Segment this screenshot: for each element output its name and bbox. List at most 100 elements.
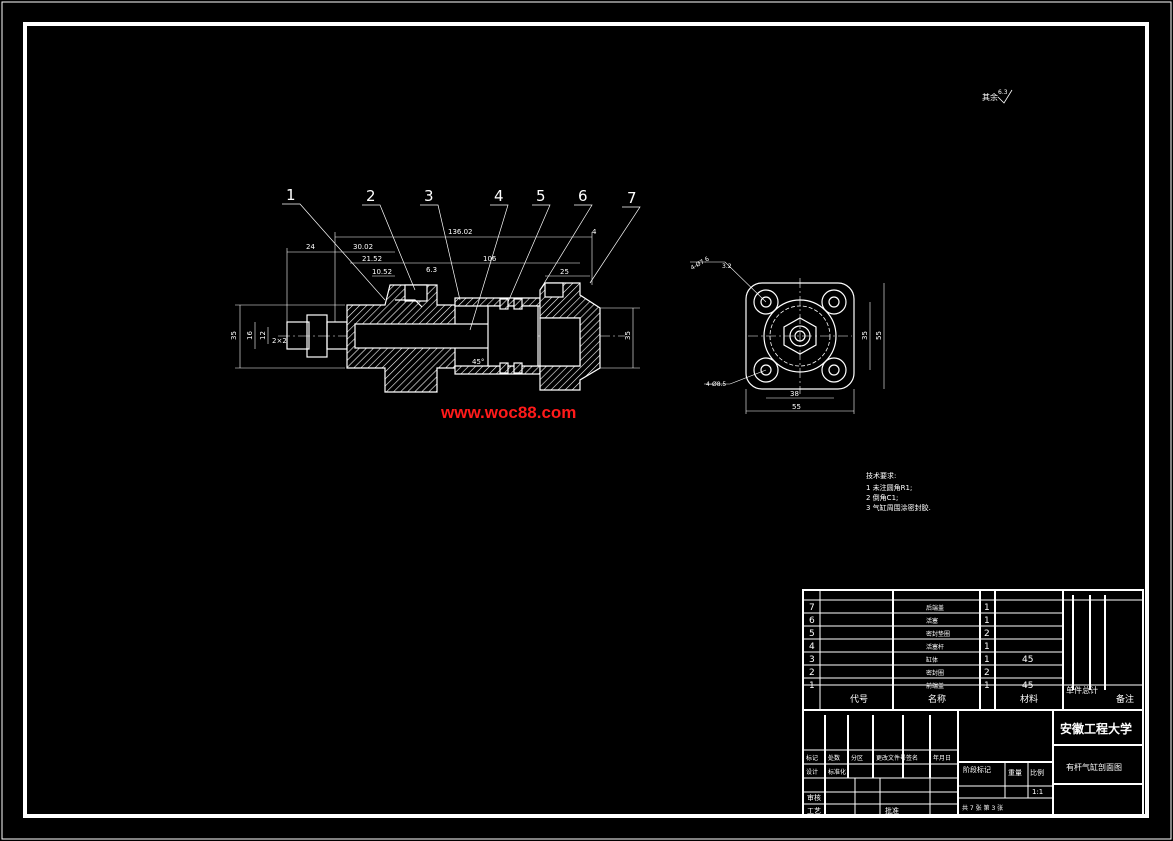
balloon-3: 3 bbox=[424, 187, 434, 205]
process-label: 工艺 bbox=[807, 807, 821, 815]
bom-row-qty: 2 bbox=[984, 629, 990, 639]
seal-top-2 bbox=[513, 298, 523, 310]
sheets-text: 共 7 张 第 3 张 bbox=[962, 804, 1003, 812]
dim-4: 4 bbox=[592, 228, 597, 236]
bom-row-qty: 1 bbox=[984, 655, 990, 665]
scale-value: 1:1 bbox=[1032, 788, 1043, 796]
rear-port bbox=[544, 282, 564, 298]
bom-row-qty: 1 bbox=[984, 681, 990, 691]
tech-req-2: 2 倒角C1; bbox=[866, 493, 898, 502]
school-name: 安徽工程大学 bbox=[1060, 721, 1132, 736]
bom-header-weight: 单件总计 bbox=[1066, 685, 1098, 695]
watermark: www.woc88.com bbox=[440, 403, 576, 422]
balloon-leaders bbox=[282, 203, 641, 331]
holes-top-label: 4-Ø7.6 bbox=[690, 255, 711, 271]
tb-row-label2: 标准化 bbox=[828, 768, 846, 776]
bom-row-name: 活塞杆 bbox=[926, 643, 944, 651]
dim-55-v: 55 bbox=[875, 331, 883, 340]
bolt-tr-outer bbox=[821, 289, 847, 315]
bolt-bl-inner bbox=[760, 364, 772, 376]
bom-row-name: 活塞 bbox=[926, 617, 938, 625]
dim-24: 24 bbox=[306, 243, 315, 251]
balloon-6: 6 bbox=[578, 187, 588, 205]
dim-45: 45° bbox=[472, 358, 484, 366]
piston-rod bbox=[354, 323, 496, 349]
bom-row-no: 4 bbox=[809, 642, 815, 652]
weight-label: 重量 bbox=[1008, 769, 1022, 777]
bolt-br-outer bbox=[821, 357, 847, 383]
leader-1 bbox=[282, 203, 386, 301]
gland-pocket bbox=[404, 284, 428, 302]
section-view bbox=[278, 282, 625, 393]
dim-35-v: 35 bbox=[861, 331, 869, 340]
barrel-bottom bbox=[454, 365, 541, 375]
drawing-name: 有杆气缸剖面图 bbox=[1066, 762, 1122, 772]
surface-finish-value: 6.3 bbox=[998, 89, 1008, 96]
dim-2x2: 2×2 bbox=[272, 337, 287, 345]
rod-circle bbox=[789, 325, 811, 347]
bom-row-name: 密封圈 bbox=[926, 669, 944, 677]
stage-mark: 阶段标记 bbox=[963, 765, 991, 774]
drawing-border bbox=[23, 22, 1149, 818]
holes-bottom-label: 4-Ø8.5 bbox=[706, 381, 726, 388]
tb-row-label: 更改文件号 bbox=[876, 754, 906, 762]
title-row-labels: 标记处数分区更改文件号签名年月日设计标准化 bbox=[806, 754, 951, 776]
bom-header-material: 材料 bbox=[1020, 693, 1038, 705]
dim-finish-6-3: 6.3 bbox=[426, 266, 437, 274]
scale-label: 比例 bbox=[1030, 768, 1044, 777]
dim-35-right: 35 bbox=[624, 331, 632, 340]
leader-holes-bottom bbox=[704, 369, 767, 385]
bom-header-remark: 备注 bbox=[1116, 693, 1134, 705]
leader-4 bbox=[469, 204, 509, 331]
leader-6 bbox=[539, 204, 593, 291]
bom-row-qty: 1 bbox=[984, 603, 990, 613]
hex-nut bbox=[783, 317, 817, 355]
tech-req-3: 3 气缸周围涂密封胶. bbox=[866, 503, 931, 512]
bom-row-no: 6 bbox=[809, 616, 815, 626]
tb-row-label: 分区 bbox=[851, 754, 863, 762]
leader-holes-top bbox=[690, 261, 767, 303]
bore-circle bbox=[763, 299, 837, 373]
dim-38: 38 bbox=[790, 390, 799, 398]
title-block bbox=[802, 589, 1144, 817]
dimension-texts: 136.02 24 30.02 21.52 10.52 106 25 4 6.3… bbox=[230, 228, 632, 366]
tech-requirements: 技术要求: 1 未注圆角R1; 2 倒角C1; 3 气缸周围涂密封胶. bbox=[866, 471, 931, 512]
dim-overall: 136.02 bbox=[448, 228, 473, 236]
title-block-frame bbox=[802, 589, 1144, 817]
leader-7 bbox=[589, 206, 641, 284]
title-texts: 安徽工程大学 有杆气缸剖面图 1:1 阶段标记 重量 比例 共 7 张 第 3 … bbox=[807, 721, 1132, 815]
dim-30-02: 30.02 bbox=[353, 243, 373, 251]
balloon-5: 5 bbox=[536, 187, 546, 205]
gland-lip bbox=[395, 299, 423, 308]
end-view bbox=[745, 278, 855, 394]
bom-row-no: 7 bbox=[809, 603, 815, 613]
bom-row-qty: 1 bbox=[984, 616, 990, 626]
balloon-4: 4 bbox=[494, 187, 504, 205]
dim-10-52: 10.52 bbox=[372, 268, 392, 276]
leader-5 bbox=[507, 204, 551, 303]
bom-row-name: 缸体 bbox=[926, 656, 938, 664]
bom-row-qty: 1 bbox=[984, 642, 990, 652]
bom-row-no: 2 bbox=[809, 668, 815, 678]
rod-shaft-out bbox=[326, 321, 348, 350]
tb-row-label: 签名 bbox=[906, 754, 918, 762]
dim-25: 25 bbox=[560, 268, 569, 276]
bom-row-material: 45 bbox=[1022, 655, 1033, 665]
bom-header-name: 名称 bbox=[928, 693, 946, 705]
bom-row-name: 前端盖 bbox=[926, 682, 944, 690]
surface-finish-label: 其余 bbox=[982, 92, 998, 102]
review-label: 审核 bbox=[807, 793, 821, 802]
approve-label: 批准 bbox=[885, 806, 899, 815]
bom-row-no: 5 bbox=[809, 629, 815, 639]
bom-header-code: 代号 bbox=[850, 694, 868, 705]
bom-row-no: 3 bbox=[809, 655, 815, 665]
bolt-tl-outer bbox=[753, 289, 779, 315]
bom-row-name: 密封垫圈 bbox=[926, 630, 950, 638]
balloon-7: 7 bbox=[627, 189, 637, 207]
rear-chamber bbox=[539, 317, 581, 367]
bolt-br-inner bbox=[828, 364, 840, 376]
bom-row-material: 45 bbox=[1022, 681, 1033, 691]
